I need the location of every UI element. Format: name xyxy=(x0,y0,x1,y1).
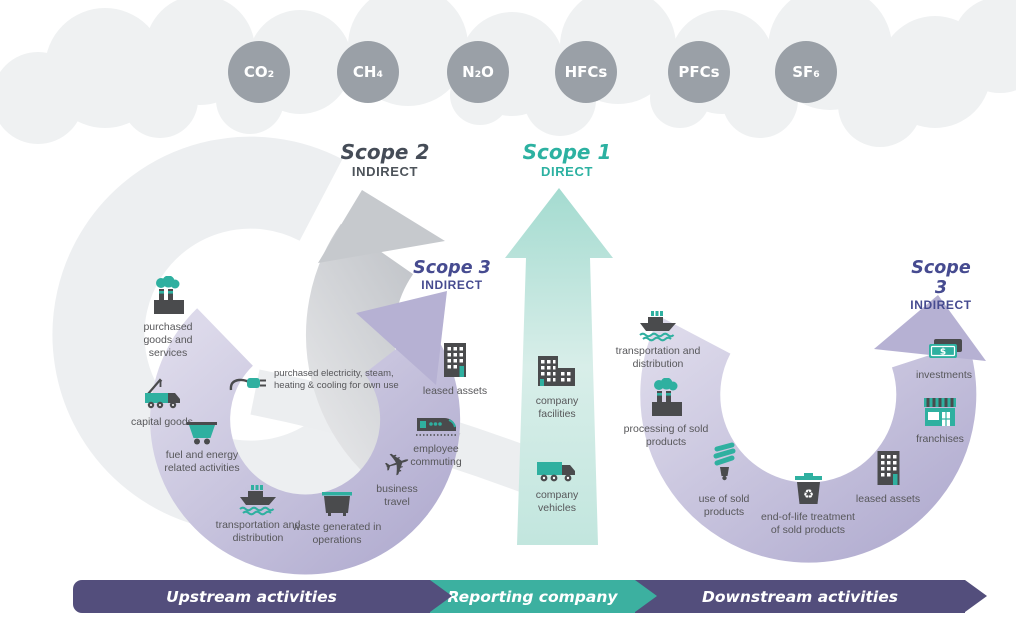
downstream-activities-bar: Downstream activities xyxy=(635,580,987,613)
item-company-vehicles: company vehicles xyxy=(519,452,595,515)
item-company-facilities: company facilities xyxy=(519,348,595,421)
recycle-bin-icon: ♻ xyxy=(795,473,822,504)
storefront-icon xyxy=(924,398,956,426)
item-investments: $ investments xyxy=(899,336,989,382)
item-leased-assets-downstream: leased assets xyxy=(841,446,936,506)
chevron-tip xyxy=(635,580,657,612)
item-transportation-downstream: transportation and distribution xyxy=(602,300,714,371)
ship-icon xyxy=(239,485,276,516)
scope2-label: Scope 2 INDIRECT xyxy=(340,140,430,179)
buildings-icon xyxy=(538,356,575,386)
scope3-downstream-label: Scope 3 INDIRECT xyxy=(910,258,972,313)
svg-text:♻: ♻ xyxy=(803,487,814,501)
item-purchased-goods: purchased goods and services xyxy=(128,276,208,359)
building-icon xyxy=(877,451,899,485)
scope3-upstream-label: Scope 3 INDIRECT xyxy=(413,258,491,293)
item-waste: waste generated in operations xyxy=(291,480,383,547)
gas-circle-co2: CO₂ xyxy=(228,41,290,103)
building-icon xyxy=(444,343,466,377)
item-employee-commuting: employee commuting xyxy=(393,406,479,469)
gas-circle-n2o: N₂O xyxy=(447,41,509,103)
truck-icon xyxy=(537,462,575,482)
item-purchased-electricity: purchased electricity, steam, heating & … xyxy=(228,362,406,398)
train-icon xyxy=(416,418,458,436)
plug-icon xyxy=(229,378,266,391)
dumpster-icon xyxy=(322,492,352,516)
scope1-label: Scope 1 DIRECT xyxy=(522,140,612,179)
gas-circle-ch4: CH₄ xyxy=(337,41,399,103)
upstream-activities-bar: Upstream activities xyxy=(73,580,452,613)
item-use-of-sold-products: use of sold products xyxy=(682,440,766,519)
factory-cloud-icon xyxy=(652,378,682,416)
item-processing-sold-products: processing of sold products xyxy=(618,378,714,449)
mine-cart-icon xyxy=(187,422,217,445)
item-end-of-life: ♻ end-of-life treatment of sold products xyxy=(757,468,859,537)
item-franchises: franchises xyxy=(900,392,980,446)
crane-truck-icon xyxy=(145,378,180,409)
item-leased-assets-upstream: leased assets xyxy=(409,338,501,398)
item-capital-goods: capital goods xyxy=(127,373,197,429)
factory-cloud-icon xyxy=(154,276,184,314)
cfl-bulb-icon xyxy=(713,442,736,481)
scope1-arrow xyxy=(505,188,613,545)
item-business-travel: ✈ business travel xyxy=(376,442,418,508)
gas-circle-pfcs: PFCs xyxy=(668,41,730,103)
item-fuel-energy: fuel and energy related activities xyxy=(158,410,246,475)
chevron-tip xyxy=(430,580,452,612)
item-transportation-upstream: transportation and distribution xyxy=(202,474,314,545)
reporting-company-bar: Reporting company xyxy=(430,580,657,613)
money-icon: $ xyxy=(929,339,962,358)
gas-circle-hfcs: HFCs xyxy=(555,41,617,103)
gas-circle-sf6: SF₆ xyxy=(775,41,837,103)
chevron-tip xyxy=(965,580,987,612)
svg-text:$: $ xyxy=(940,348,946,358)
ship-icon xyxy=(639,311,676,342)
